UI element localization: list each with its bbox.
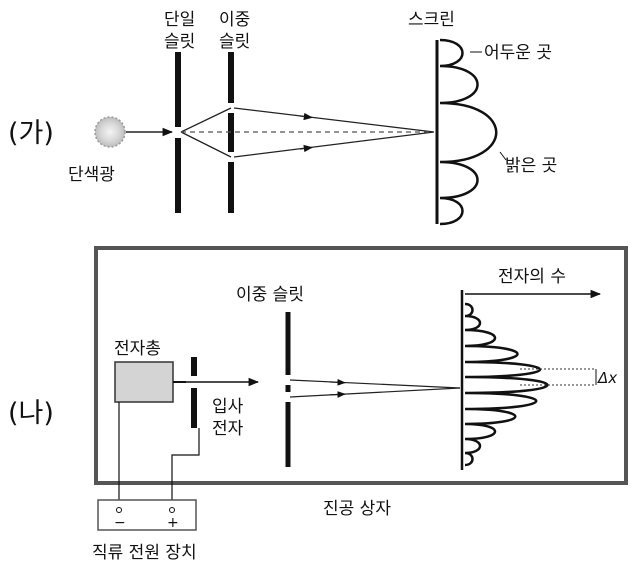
gun-label: 전자총	[114, 339, 161, 359]
double-slit-label-1: 이중	[219, 10, 250, 30]
electron-gun	[114, 361, 174, 403]
electron-pattern-b	[464, 302, 549, 467]
electron-rays	[289, 378, 461, 398]
vacuum-box	[94, 246, 628, 485]
axis-label: 전자의 수	[498, 267, 566, 287]
panel-b-tag: (나)	[8, 398, 54, 429]
spacing-label: Δx	[597, 369, 617, 387]
power-supply	[97, 499, 197, 531]
minus-terminal	[116, 507, 122, 513]
source-label: 단색광	[68, 165, 115, 185]
double-slit-b-label: 이중 슬릿	[236, 285, 304, 305]
power-label: 직류 전원 장치	[92, 543, 197, 563]
dark-label: 어두운 곳	[484, 43, 552, 63]
wiring	[118, 402, 200, 510]
bright-label: 밝은 곳	[505, 156, 557, 176]
screen-label: 스크린	[408, 10, 455, 30]
single-slit-label-2: 슬릿	[164, 32, 195, 52]
plus-terminal	[169, 507, 175, 513]
incident-label-2: 전자	[212, 419, 244, 439]
intensity-pattern-a	[439, 38, 498, 226]
vacuum-label: 진공 상자	[323, 499, 391, 519]
plus-sign: +	[167, 515, 179, 531]
incident-label-1: 입사	[212, 397, 244, 417]
spacing-marker	[520, 368, 597, 386]
panel-b: (나) 진공 상자 전자총 입사 전자 이중 슬릿	[8, 246, 628, 563]
bright-leader	[499, 151, 507, 161]
minus-sign: −	[114, 515, 126, 531]
light-rays	[180, 107, 435, 158]
panel-a: (가) 단색광 단일 슬릿 이중 슬릿	[8, 10, 557, 226]
double-slit-label-2: 슬릿	[219, 32, 250, 52]
panel-a-tag: (가)	[8, 118, 54, 149]
single-slit-label-1: 단일	[164, 10, 195, 30]
light-source-icon	[94, 116, 126, 148]
